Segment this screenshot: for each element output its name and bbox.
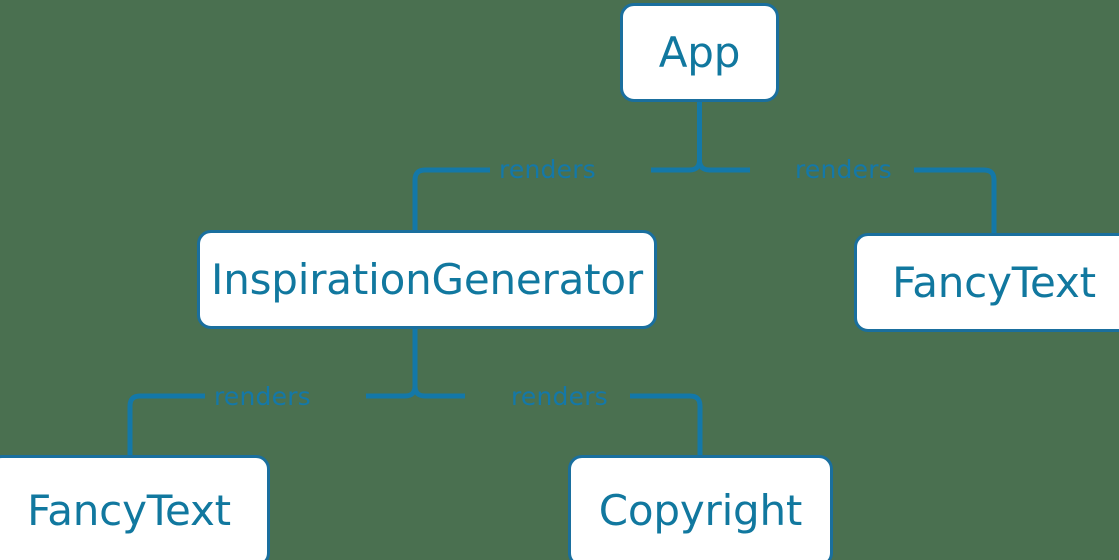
edge-app-stem [651, 100, 702, 173]
edge-inspiration-generator-to-copyright [630, 393, 703, 455]
node-fancy-text-left-label: FancyText [27, 486, 231, 535]
edge-label-inspiration-generator-to-copyright: renders [511, 382, 608, 411]
edge-inspiration-generator-stem [366, 329, 418, 399]
node-fancy-text-right-label: FancyText [892, 257, 1096, 307]
edge-inspiration-generator-to-fancy-text-left [127, 393, 205, 455]
node-copyright-label: Copyright [598, 486, 803, 535]
edge-app-to-fancy-text-right [914, 167, 997, 233]
edge-app-stem-right [697, 159, 750, 173]
edge-label-inspiration-generator-to-fancy-text-left: renders [214, 382, 311, 411]
node-inspiration-generator-label: InspirationGenerator [211, 254, 643, 304]
node-app[interactable]: App [620, 3, 779, 102]
edge-app-to-inspiration-generator [412, 167, 490, 230]
edge-label-app-to-fancy-text-right: renders [795, 155, 892, 184]
edge-inspiration-generator-stem-right [412, 385, 465, 399]
node-copyright[interactable]: Copyright [568, 455, 833, 560]
node-fancy-text-left[interactable]: FancyText [0, 455, 270, 560]
node-inspiration-generator[interactable]: InspirationGenerator [197, 230, 657, 329]
node-fancy-text-right[interactable]: FancyText [854, 233, 1119, 332]
node-app-label: App [658, 27, 741, 77]
edge-label-app-to-inspiration-generator: renders [499, 155, 596, 184]
